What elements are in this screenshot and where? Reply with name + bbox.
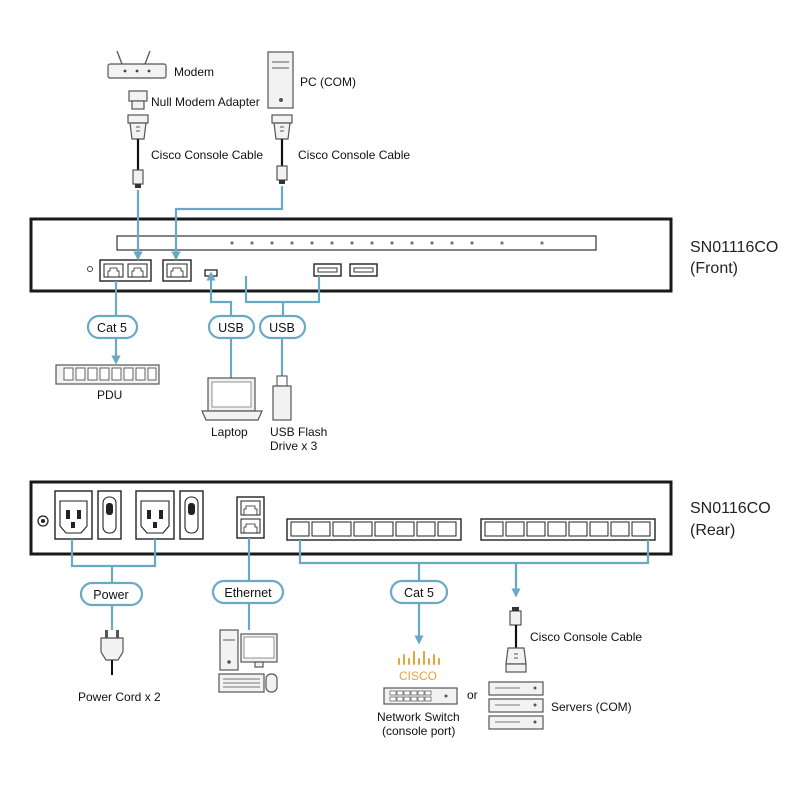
front-rj45-ports (99, 259, 192, 282)
modem-label: Modem (174, 65, 214, 79)
desktop-computer-icon (218, 629, 278, 693)
server-rj45-connector-icon (509, 607, 522, 626)
servers-label: Servers (COM) (551, 700, 632, 714)
power-switch-2 (179, 490, 204, 540)
front-usb-ports (313, 263, 378, 277)
pc-label: PC (COM) (300, 75, 356, 89)
mini-usb-port (204, 269, 218, 277)
laptop-label: Laptop (211, 425, 248, 439)
power-cord-icon (100, 630, 124, 675)
front-panel (29, 217, 673, 293)
rj45-connector-right-icon (276, 165, 288, 184)
usb-flash-drive-icon (272, 375, 292, 421)
pc-tower-icon (267, 51, 294, 109)
front-side-label: (Front) (690, 260, 738, 277)
usb-pill-flash-label: USB (269, 321, 295, 335)
db9-connector-icon (127, 114, 149, 140)
power-switch-1 (97, 490, 122, 540)
flash-label-line1: USB Flash (270, 425, 327, 439)
network-switch-label-line2: (console port) (382, 724, 455, 738)
flash-label-line2: Drive x 3 (270, 439, 318, 453)
rear-port-bank-1 (286, 518, 462, 541)
power-pill-label: Power (93, 588, 128, 602)
null-modem-label: Null Modem Adapter (151, 95, 260, 109)
rear-port-bank-2 (480, 518, 656, 541)
rear-model-label: SN0116CO (690, 500, 771, 517)
modem-icon (107, 50, 167, 79)
power-cable-bus (70, 539, 157, 583)
null-modem-adapter-icon (128, 90, 148, 110)
cable-right-label: Cisco Console Cable (298, 148, 410, 162)
usb-pill-laptop-label: USB (218, 321, 244, 335)
power-cord-label: Power Cord x 2 (78, 690, 161, 704)
reset-button (87, 266, 93, 272)
cat5-pill-front-label: Cat 5 (97, 321, 127, 335)
rear-side-label: (Rear) (690, 522, 735, 539)
pdu-icon (55, 364, 160, 385)
rear-panel (29, 480, 673, 556)
power-socket-2 (135, 490, 175, 540)
laptop-icon (201, 377, 263, 421)
or-label: or (467, 688, 478, 702)
front-model-label: SN01116CO (690, 239, 778, 256)
server-cable-label: Cisco Console Cable (530, 630, 642, 644)
usb-cable-laptop (209, 290, 233, 316)
ethernet-pill-label: Ethernet (224, 586, 272, 600)
power-socket-1 (54, 490, 93, 540)
cat5-pill-rear-label: Cat 5 (404, 586, 434, 600)
rj45-connector-icon (132, 169, 144, 188)
cat5-pill-front (86, 314, 139, 340)
front-led-indicators (230, 241, 544, 245)
network-switch-icon (383, 687, 458, 705)
cisco-logo (398, 651, 440, 665)
db9-connector-right-icon (271, 114, 293, 140)
pdu-label: PDU (97, 388, 122, 402)
server-stack-icon (488, 681, 544, 730)
rear-ethernet-ports (236, 496, 265, 539)
network-switch-label-line1: Network Switch (377, 710, 460, 724)
cable-to-port-right (171, 186, 284, 261)
server-db9-connector-icon (505, 647, 527, 673)
cable-left-label: Cisco Console Cable (151, 148, 263, 162)
cisco-brand-text: CISCO (399, 669, 437, 683)
